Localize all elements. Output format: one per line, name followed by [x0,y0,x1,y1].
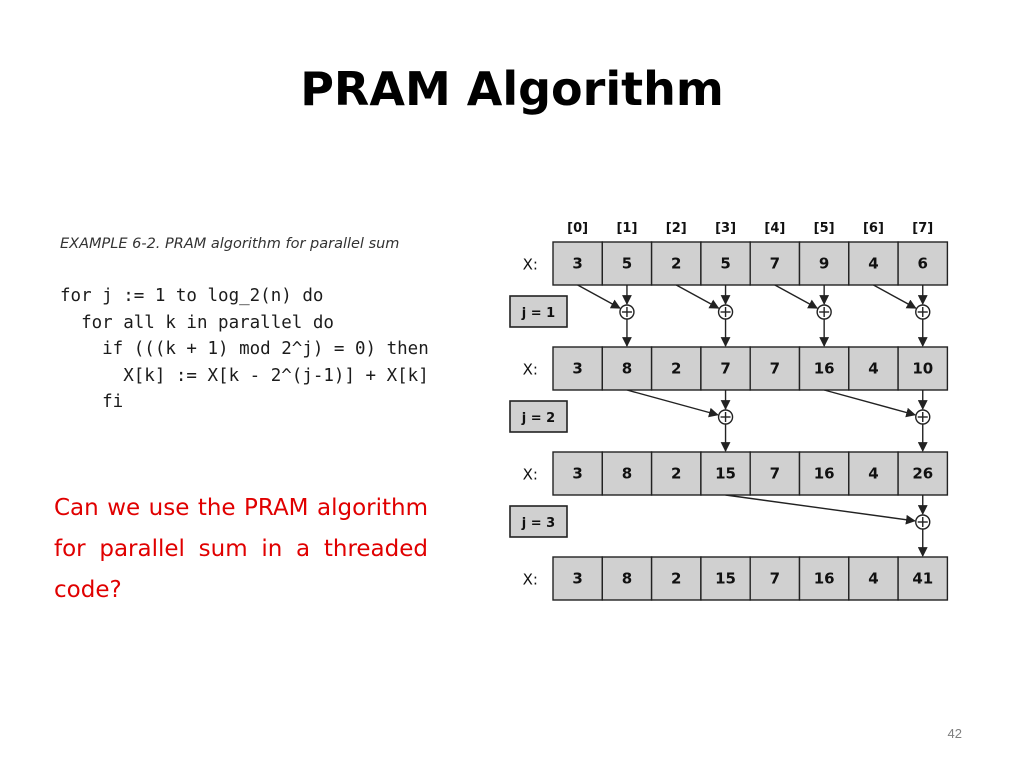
array-cell [650,451,702,496]
array-cell [700,556,751,601]
array-cell [650,241,702,286]
cell-value: 7 [770,570,780,588]
cell-value: 5 [622,255,632,273]
array-cell [798,346,850,391]
cell-value: 15 [715,570,736,588]
step-label: j = 3 [521,516,555,531]
array-cell [749,241,801,286]
cell-value: 4 [868,360,878,378]
cell-value: 7 [770,360,780,378]
row-label: X: [523,571,538,589]
index-label: [0] [567,221,588,236]
cell-value: 15 [715,465,736,483]
cell-value: 26 [912,465,933,483]
cell-value: 4 [868,570,878,588]
diagonal-arrow [823,389,916,418]
cell-value: 16 [814,360,835,378]
step-label: j = 2 [521,411,555,426]
slide-title: PRAM Algorithm [300,62,724,116]
array-cell [798,241,850,286]
array-cell [897,556,949,601]
diagonal-arrow [774,284,818,309]
row-label: X: [523,466,538,484]
cell-value: 5 [720,255,730,273]
code-line: if (((k + 1) mod 2^j) = 0) then [60,339,429,359]
array-cell [601,241,653,286]
array-cell [700,241,751,286]
array-cell [749,451,801,496]
index-label: [6] [863,221,884,236]
array-cell [897,241,949,286]
cell-value: 9 [819,255,829,273]
diagonal-arrow [577,284,621,309]
array-cell [897,346,949,391]
cell-value: 3 [572,360,582,378]
cell-value: 3 [572,570,582,588]
cell-value: 8 [622,360,632,378]
diagonal-arrow [873,284,917,309]
step-label-box [509,400,568,433]
index-label: [2] [666,221,687,236]
cell-value: 41 [912,570,933,588]
cell-value: 2 [671,465,681,483]
cell-value: 8 [622,465,632,483]
cell-value: 2 [671,570,681,588]
step-label: j = 1 [521,306,555,321]
cell-value: 7 [770,255,780,273]
index-label: [7] [912,221,933,236]
page-number: 42 [947,726,962,741]
code-block: for j := 1 to log_2(n) do for all k in p… [60,283,429,416]
example-caption: EXAMPLE 6-2. PRAM algorithm for parallel… [60,236,400,252]
code-line: X[k] := X[k - 2^(j-1)] + X[k] [60,365,429,386]
code-line: fi [60,392,124,412]
cell-value: 6 [918,255,928,273]
index-label: [4] [764,221,785,236]
cell-value: 4 [868,255,878,273]
cell-value: 10 [912,360,933,378]
array-cell [700,451,751,496]
code-line: for all k in parallel do [60,312,334,333]
array-cell [552,241,603,286]
row-label: X: [523,256,538,274]
diagonal-arrow [675,284,720,309]
array-cell [848,346,899,391]
step-label-box [509,295,568,328]
array-cell [749,346,801,391]
index-label: [5] [814,221,835,236]
array-cell [601,451,653,496]
row-label: X: [523,361,538,379]
array-cell [749,556,801,601]
array-cell [897,451,949,496]
array-cell [552,451,603,496]
array-cell [798,451,850,496]
code-line: for j := 1 to log_2(n) do [60,286,324,306]
cell-value: 8 [622,570,632,588]
cell-value: 3 [572,255,582,273]
index-label: [3] [715,221,736,236]
cell-value: 16 [814,570,835,588]
cell-value: 7 [720,360,730,378]
cell-value: 3 [572,465,582,483]
array-cell [700,346,751,391]
step-label-box [509,505,568,538]
diagonal-arrow [725,494,916,525]
cell-value: 2 [671,360,681,378]
index-label: [1] [616,221,637,236]
array-cell [798,556,850,601]
cell-value: 7 [770,465,780,483]
cell-value: 16 [814,465,835,483]
array-cell [848,241,899,286]
array-cell [552,556,603,601]
cell-value: 4 [868,465,878,483]
diagonal-arrow [626,389,719,418]
array-cell [848,451,899,496]
array-cell [601,556,653,601]
cell-value: 2 [671,255,681,273]
array-cell [601,346,653,391]
question-text: Can we use the PRAM algorithm for parall… [54,495,428,603]
